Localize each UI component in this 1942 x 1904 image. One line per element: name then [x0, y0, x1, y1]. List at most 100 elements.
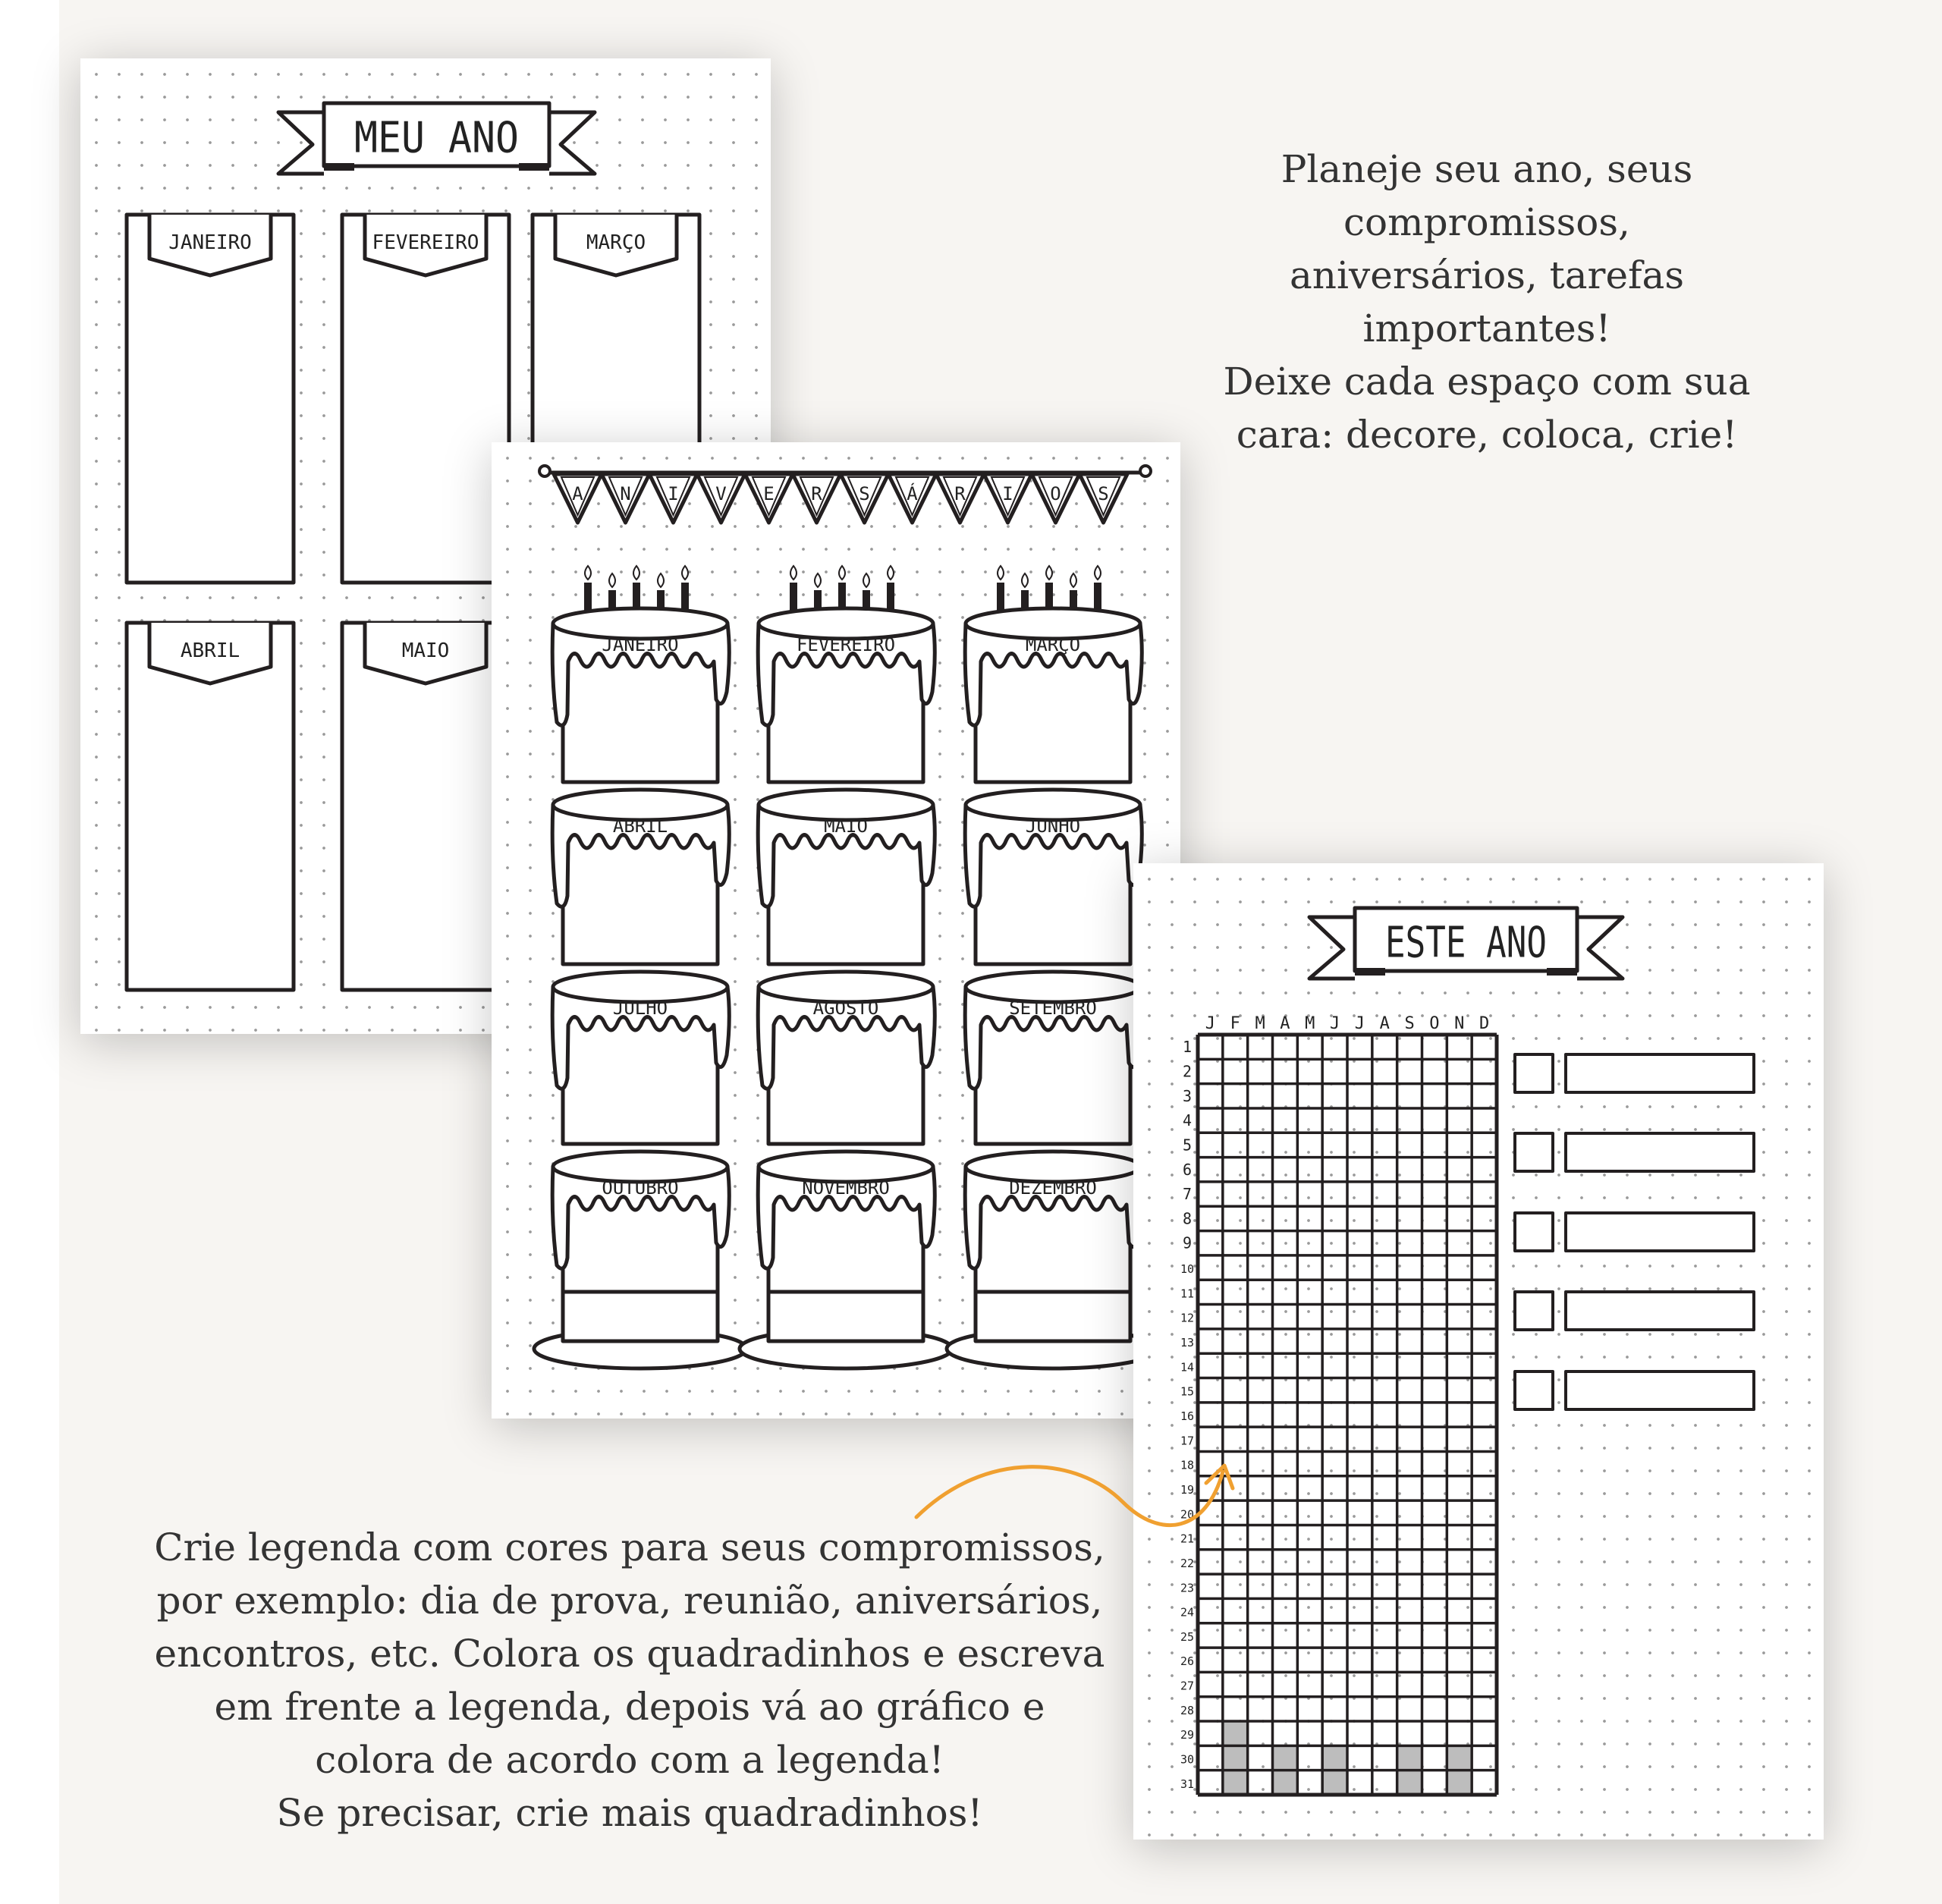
shaded-cell [1397, 1770, 1422, 1795]
cake-month-label: JANEIRO [602, 634, 678, 655]
bunting-letter: Á [907, 482, 918, 504]
cake-top [963, 606, 1142, 641]
cake-tier: JULHO [550, 969, 731, 1146]
year-grid [1196, 1032, 1499, 1797]
intro-line: aniversários, tarefas [1289, 253, 1685, 297]
candle-flame-icon [608, 572, 616, 589]
candle-flame-icon [863, 572, 870, 589]
intro-line: cara: decore, coloca, crie! [1236, 413, 1738, 457]
candle-flame-icon [1070, 572, 1077, 589]
banner-fold [1547, 968, 1577, 976]
month-label: FEVEREIRO [372, 231, 479, 254]
cake-month-label: FEVEREIRO [797, 634, 895, 655]
month-box: JANEIRO [124, 212, 296, 585]
cake-month-label: MAIO [824, 815, 868, 837]
cake-body [561, 1015, 720, 1146]
legend-text-box [1564, 1211, 1755, 1252]
cake-tier: JUNHO [963, 787, 1144, 966]
day-number: 14 [1180, 1360, 1194, 1374]
cake-icing [756, 985, 937, 1091]
cake-body [561, 652, 720, 784]
cake-month-label: JUNHO [1026, 815, 1080, 837]
day-number: 30 [1180, 1753, 1194, 1767]
cake-icing [963, 985, 1144, 1091]
cake-month-label: AGOSTO [813, 998, 879, 1019]
month-initial: J [1355, 1014, 1365, 1033]
month-tag [147, 215, 273, 278]
day-number: 3 [1183, 1087, 1192, 1105]
bunting-letter: O [1050, 483, 1061, 504]
cake-tier: JANEIRO [550, 606, 731, 784]
bunting-letter: A [572, 483, 583, 504]
bunting-flag-inner [847, 476, 882, 517]
intro-text: Planeje seu ano, seus compromissos, aniv… [1183, 143, 1790, 461]
cake-tier: FEVEREIRO [756, 606, 937, 784]
cake-body [561, 833, 720, 966]
month-initial: S [1404, 1014, 1414, 1033]
bunting-letter: N [620, 483, 630, 504]
month-tag [363, 215, 489, 278]
month-initial: A [1380, 1014, 1390, 1033]
day-number: 12 [1180, 1312, 1194, 1325]
cake-top [551, 1149, 730, 1184]
bunting-flag-inner [990, 476, 1026, 517]
day-number: 17 [1180, 1434, 1194, 1447]
legend-text-box [1564, 1132, 1755, 1173]
cake-tier: MARÇO [963, 606, 1144, 784]
bunting-letter: R [954, 483, 966, 504]
cake-tier: AGOSTO [756, 969, 937, 1146]
cake-icing [963, 1164, 1144, 1271]
month-initial: O [1429, 1014, 1439, 1033]
day-number: 16 [1180, 1409, 1194, 1423]
month-label: JANEIRO [168, 231, 252, 254]
month-initial: D [1479, 1014, 1489, 1033]
day-number: 7 [1183, 1185, 1192, 1203]
candle [1094, 583, 1101, 628]
bunting-letter: I [1002, 483, 1013, 504]
bunting-letter: V [715, 483, 726, 504]
legend-row [1513, 1132, 1755, 1173]
cake-body [766, 652, 925, 784]
day-number: 28 [1180, 1704, 1194, 1717]
legend-text-box [1564, 1290, 1755, 1331]
bunting-flag-inner [894, 476, 930, 517]
bunting-flag-inner [655, 476, 691, 517]
shaded-cell [1447, 1745, 1472, 1770]
shaded-cell [1322, 1745, 1347, 1770]
bunting-letter: S [1098, 483, 1108, 504]
shaded-cell [1222, 1721, 1248, 1746]
day-number: 9 [1183, 1234, 1192, 1252]
day-number: 15 [1180, 1385, 1194, 1399]
intro-line: Deixe cada espaço com sua [1223, 360, 1751, 404]
shaded-cell [1222, 1745, 1248, 1770]
cake-icing [550, 1164, 731, 1271]
banner-tail-left [276, 110, 324, 176]
bunting-letter: I [668, 483, 678, 504]
month-initial: A [1280, 1014, 1290, 1033]
month-box: MAIO [340, 621, 511, 992]
day-number: 26 [1180, 1654, 1194, 1668]
cake-top [963, 787, 1142, 822]
legend-text-box [1564, 1053, 1755, 1094]
month-label: MAIO [402, 639, 450, 662]
cake-icing [963, 803, 1144, 909]
candle [997, 583, 1004, 628]
intro-line: compromissos, [1343, 200, 1630, 244]
bunting-flag-inner [942, 476, 978, 517]
cake-icing [963, 621, 1144, 727]
day-number: 2 [1183, 1062, 1192, 1080]
cake-month-label: JULHO [613, 998, 668, 1019]
bunting-letter: S [859, 483, 869, 504]
candle-flame-icon [1094, 564, 1101, 581]
day-number: 5 [1183, 1136, 1192, 1154]
shaded-cell [1397, 1745, 1422, 1770]
title-banner: ESTE ANO [1307, 906, 1625, 981]
instruction-line: por exemplo: dia de prova, reunião, aniv… [156, 1579, 1103, 1623]
banner-fold [519, 163, 549, 171]
bunting-flag-inner [560, 476, 595, 517]
bunting-flag-inner [751, 476, 787, 517]
day-number: 13 [1180, 1336, 1194, 1349]
